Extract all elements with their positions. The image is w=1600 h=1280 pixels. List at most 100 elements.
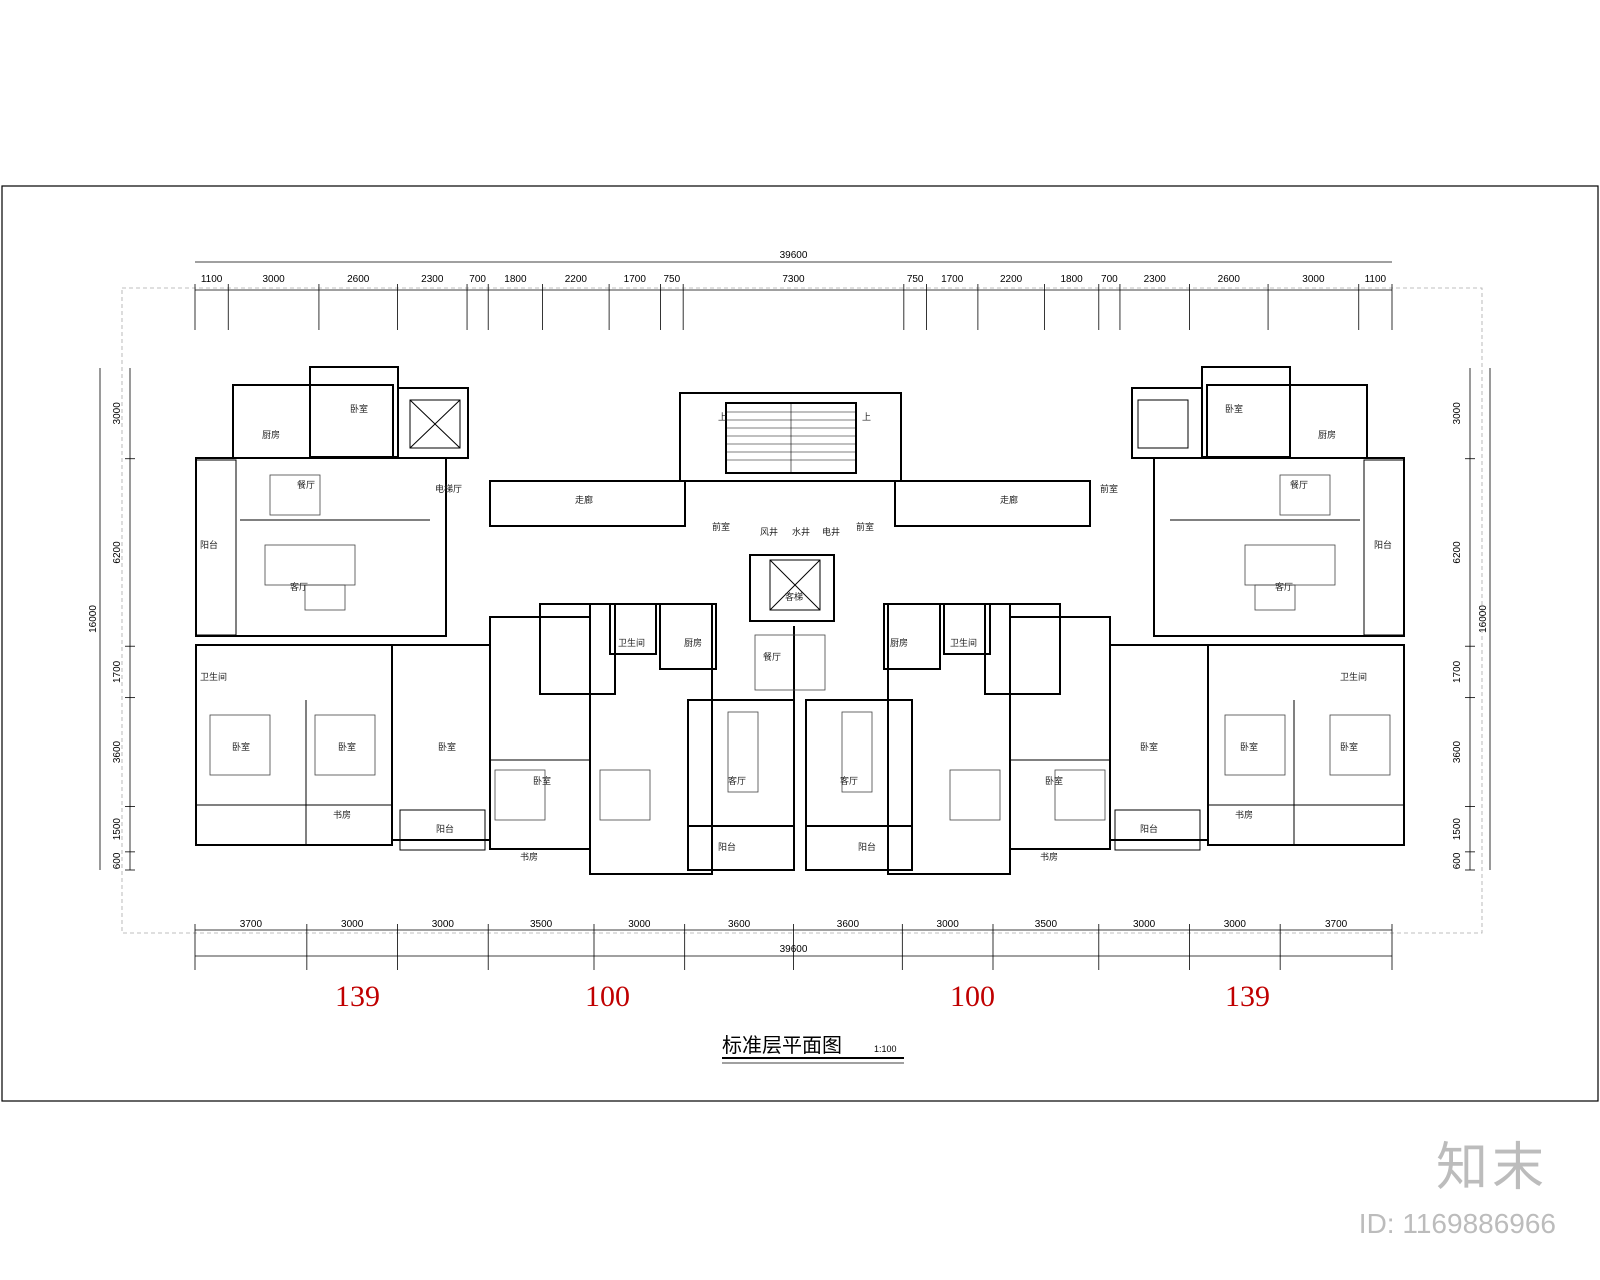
room-labels: 餐厅 客厅 厨房 卧室 电梯厅 走廊 阳台 卫生间 卧室 卧室 卧室 阳台 书房… <box>200 403 1392 863</box>
room-dining-center: 餐厅 <box>763 651 781 663</box>
room-elevator-center: 客梯 <box>785 591 803 603</box>
room-balcony-left-2: 阳台 <box>436 823 454 835</box>
dimension-label: 1500 <box>112 818 123 841</box>
drawing-frame <box>1 185 1599 1102</box>
room-balcony-right: 阳台 <box>1374 539 1392 551</box>
room-bedroom-right-1: 卧室 <box>1340 741 1358 753</box>
room-bedroom-left-3: 卧室 <box>438 741 456 753</box>
room-balcony-center-left: 阳台 <box>718 841 736 853</box>
dimension-label: 600 <box>1452 852 1463 869</box>
room-living-center-left: 客厅 <box>728 775 746 787</box>
room-pipe-2: 水井 <box>792 526 810 538</box>
dimension-label: 3000 <box>1302 274 1325 285</box>
dimension-label: 2300 <box>1144 274 1167 285</box>
site-boundary <box>121 287 1483 934</box>
dimension-label: 3000 <box>341 919 364 930</box>
room-living-center-right: 客厅 <box>840 775 858 787</box>
dimension-label: 3600 <box>1452 741 1463 764</box>
dimension-label: 1700 <box>112 660 123 683</box>
dimension-label: 3000 <box>628 919 651 930</box>
dimension-label: 3600 <box>112 741 123 764</box>
building-outline <box>195 366 1405 875</box>
dimension-label: 1800 <box>504 274 527 285</box>
dimension-label: 750 <box>907 274 924 285</box>
dimension-label: 3000 <box>1224 919 1247 930</box>
elevator-shafts <box>409 399 1189 611</box>
dimension-label: 3600 <box>837 919 860 930</box>
room-bedroom-top-right: 卧室 <box>1225 403 1243 415</box>
dimension-total: 39600 <box>780 250 808 261</box>
room-stair-up-right: 上 <box>862 412 871 423</box>
dimension-label: 1500 <box>1452 818 1463 841</box>
room-study-left: 书房 <box>333 809 351 821</box>
dimension-label: 3000 <box>432 919 455 930</box>
room-bedroom-top-left: 卧室 <box>350 403 368 415</box>
room-bedroom-center-right: 卧室 <box>1045 775 1063 787</box>
drawing-scale: 1:100 <box>874 1044 897 1054</box>
dimension-label: 1700 <box>624 274 647 285</box>
dimension-label: 3600 <box>728 919 751 930</box>
dimension-label: 700 <box>1101 274 1118 285</box>
dimension-total: 39600 <box>780 944 808 955</box>
dimension-label: 1100 <box>1365 274 1387 285</box>
dimension-label: 1700 <box>941 274 964 285</box>
dimension-total: 16000 <box>1478 605 1489 633</box>
room-corridor-right: 走廊 <box>1000 494 1018 506</box>
room-pipe-1: 风井 <box>760 526 778 538</box>
room-bath-left: 卫生间 <box>200 671 227 683</box>
dimension-label: 1800 <box>1060 274 1083 285</box>
left-dimension-chain: 3000 6200 1700 3600 1500 600 16000 <box>88 368 135 871</box>
dimension-label: 3000 <box>1452 402 1463 425</box>
room-living-left: 客厅 <box>290 581 308 593</box>
room-hall-right: 前室 <box>1100 483 1118 495</box>
dimension-label: 2200 <box>1000 274 1023 285</box>
watermark-id: ID: 1169886966 <box>1358 1208 1556 1239</box>
dimension-label: 3000 <box>262 274 285 285</box>
stair-treads <box>726 403 856 473</box>
room-bedroom-center-left: 卧室 <box>533 775 551 787</box>
room-dining-left: 餐厅 <box>297 479 315 491</box>
room-study-center-right: 书房 <box>1040 851 1058 863</box>
dimension-label: 750 <box>663 274 680 285</box>
dimension-label: 6200 <box>112 541 123 564</box>
room-bedroom-left-1: 卧室 <box>232 741 250 753</box>
room-bedroom-left-2: 卧室 <box>338 741 356 753</box>
dimension-label: 2300 <box>421 274 444 285</box>
bottom-dimension-chain: 3700 3000 3000 3500 3000 3600 3600 3000 3500 3000… <box>194 919 1393 970</box>
dimension-total: 16000 <box>88 605 99 633</box>
unit-area-4: 139 <box>1225 980 1270 1013</box>
room-bath-right: 卫生间 <box>1340 671 1367 683</box>
dimension-label: 3700 <box>240 919 263 930</box>
room-balcony-left: 阳台 <box>200 539 218 551</box>
dimension-label: 1700 <box>1452 660 1463 683</box>
room-bedroom-right-2: 卧室 <box>1240 741 1258 753</box>
dimension-label: 3000 <box>112 402 123 425</box>
unit-area-3: 100 <box>950 980 995 1013</box>
room-balcony-right-2: 阳台 <box>1140 823 1158 835</box>
room-bath-center-left: 卫生间 <box>618 637 645 649</box>
room-balcony-center-right: 阳台 <box>858 841 876 853</box>
room-bedroom-right-3: 卧室 <box>1140 741 1158 753</box>
room-kitchen-left: 厨房 <box>262 429 280 441</box>
room-kitchen-center-left: 厨房 <box>684 637 702 649</box>
unit-area-2: 100 <box>585 980 630 1013</box>
dimension-label: 2600 <box>1218 274 1241 285</box>
room-living-right: 客厅 <box>1275 581 1293 593</box>
right-dimension-chain: 3000 6200 1700 3600 1500 600 16000 <box>1452 368 1491 871</box>
room-hall-center-right: 前室 <box>856 521 874 533</box>
room-bath-center-right: 卫生间 <box>950 637 977 649</box>
room-hall-center-left: 前室 <box>712 521 730 533</box>
dimension-label: 3000 <box>937 919 960 930</box>
dimension-label: 3500 <box>1035 919 1058 930</box>
dimension-label: 3700 <box>1325 919 1348 930</box>
dimension-label: 600 <box>112 852 123 869</box>
dimension-label: 3000 <box>1133 919 1156 930</box>
room-hall-left: 电梯厅 <box>435 483 462 495</box>
dimension-label: 6200 <box>1452 541 1463 564</box>
watermark-brand: 知末 <box>1435 1138 1548 1198</box>
dimension-label: 3500 <box>530 919 553 930</box>
dimension-label: 1100 <box>201 274 223 285</box>
room-kitchen-center-right: 厨房 <box>890 637 908 649</box>
